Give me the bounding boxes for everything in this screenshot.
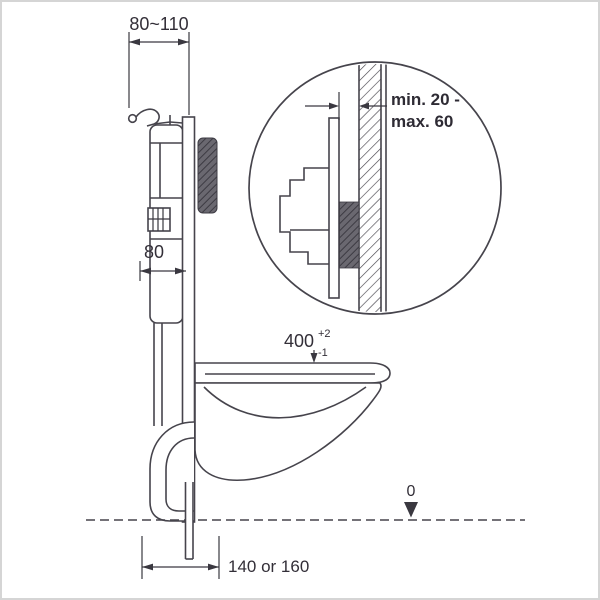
wall-mount-block (197, 137, 218, 214)
arrow-left-icon (359, 102, 369, 110)
frame-depth-label: 80 (144, 242, 164, 262)
wall-thickness-label-max: max. 60 (391, 112, 453, 131)
water-inlet-pipe (127, 108, 183, 128)
seat-height-tolerance-plus: +2 (318, 328, 331, 340)
bracket-section (279, 167, 329, 265)
wall-section-hatch (358, 64, 387, 312)
arrow-left-icon (129, 38, 140, 46)
frame-depth-dimension: 80 (139, 242, 186, 281)
seat-height-dimension: 400 +2 -1 (284, 328, 331, 363)
outlet-distance-dimension: 140 or 160 (141, 536, 309, 579)
arrow-right-icon (175, 267, 186, 275)
drain-pipe (184, 482, 194, 560)
outlet-distance-label: 140 or 160 (228, 557, 309, 576)
datum-triangle-icon (404, 502, 418, 518)
floor-datum-label: 0 (407, 483, 416, 500)
cistern (147, 124, 184, 426)
arrow-down-icon (310, 353, 318, 363)
wall-thickness-label-min: min. 20 - (391, 90, 460, 109)
arrow-right-icon (329, 102, 339, 110)
arrow-right-icon (208, 563, 219, 571)
detail-circle: min. 20 - max. 60 (248, 61, 502, 315)
flush-valve-access (147, 207, 171, 232)
toilet-bowl (194, 362, 391, 481)
wall-thickness-dimension: min. 20 - max. 60 (305, 90, 460, 131)
floor-datum: 0 (404, 483, 418, 518)
arrow-left-icon (140, 267, 151, 275)
seat-height-label: 400 (284, 331, 314, 351)
arrow-left-icon (142, 563, 153, 571)
mount-block-section (339, 201, 360, 269)
top-width-dimension: 80~110 (128, 14, 190, 115)
arrow-right-icon (178, 38, 189, 46)
top-width-label: 80~110 (129, 14, 188, 34)
seat-height-tolerance-minus: -1 (318, 347, 328, 359)
frame-plate-section (328, 117, 340, 299)
